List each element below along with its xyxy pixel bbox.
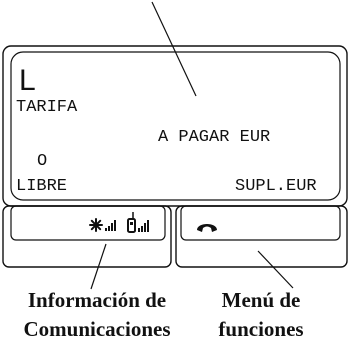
comm-info-inner-box bbox=[10, 205, 166, 241]
function-menu-caption-line2: funciones bbox=[218, 317, 304, 341]
snowflake-signal-icon bbox=[89, 218, 116, 232]
display-leader-line bbox=[151, 1, 197, 97]
comm-info-box bbox=[2, 205, 172, 268]
handset-icon bbox=[197, 224, 217, 232]
comm-info-leader-line bbox=[90, 243, 107, 290]
function-menu-box bbox=[175, 205, 348, 268]
a-pagar-label: A PAGAR EUR bbox=[158, 128, 271, 147]
supl-eur-label: SUPL.EUR bbox=[235, 177, 317, 196]
display-outer-frame bbox=[2, 45, 348, 207]
o-label: O bbox=[37, 152, 48, 171]
comm-info-caption-line1: Información de bbox=[27, 288, 167, 312]
display-inner-frame bbox=[10, 51, 341, 201]
function-menu-caption-line1: Menú de bbox=[221, 288, 301, 312]
tarifa-label: TARIFA bbox=[16, 98, 78, 117]
comm-info-caption-line2: Comunicaciones bbox=[23, 317, 171, 341]
display-cursor: L bbox=[19, 64, 36, 97]
phone-signal-icon bbox=[127, 212, 149, 233]
function-menu-leader-line bbox=[257, 250, 294, 289]
libre-label: LIBRE bbox=[16, 177, 68, 196]
function-menu-inner-box bbox=[180, 205, 341, 241]
